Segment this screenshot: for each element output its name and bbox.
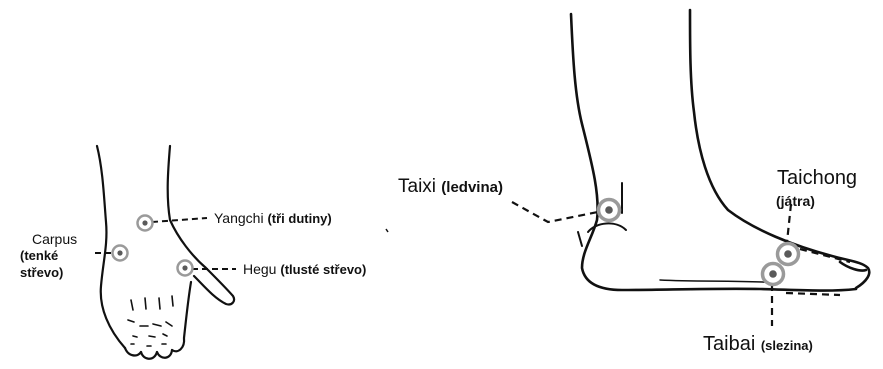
label-taichong-organ: (játra) — [776, 193, 815, 209]
label-taibai: Taibai (slezina) — [703, 334, 813, 354]
label-hegu: Hegu (tlusté střevo) — [243, 262, 366, 276]
ankle-bone — [587, 222, 627, 233]
label-yangchi-name: Yangchi — [214, 210, 264, 226]
finger-outline — [123, 346, 143, 357]
label-taixi-organ: (ledvina) — [441, 179, 503, 196]
sole-detail — [659, 279, 781, 284]
leader-sole-dash — [785, 291, 841, 297]
finger-outline — [155, 348, 174, 359]
label-taichong-name: Taichong — [777, 167, 858, 189]
ankle-tick-2 — [577, 231, 583, 247]
label-taibai-organ: (slezina) — [760, 338, 813, 353]
knuckle-marks — [127, 295, 174, 347]
label-carpus-organ-line2: střevo) — [20, 265, 64, 280]
label-hegu-name: Hegu — [243, 261, 277, 277]
hand-leader-lines — [95, 217, 236, 270]
label-carpus-name: Carpus — [32, 231, 78, 247]
leader-taixi — [511, 201, 599, 224]
label-taibai-name: Taibai — [703, 333, 756, 355]
finger-outline — [139, 350, 159, 360]
leader-yangchi — [151, 217, 208, 223]
point-taibai-marker — [760, 261, 786, 287]
label-taixi: Taixi (ledvina) — [398, 177, 503, 196]
big-toe — [838, 260, 868, 272]
point-yangchi-marker — [136, 214, 154, 232]
hand-drawing — [95, 144, 236, 360]
finger-outline — [170, 280, 193, 353]
point-taichong-marker — [775, 241, 801, 267]
label-yangchi-organ: (tři dutiny) — [267, 211, 332, 226]
label-yangchi: Yangchi (tři dutiny) — [214, 211, 332, 225]
foot-drawing — [569, 8, 871, 292]
label-taixi-name: Taixi — [398, 176, 437, 197]
hand-left-edge — [95, 144, 127, 350]
leader-toe-dash — [799, 247, 851, 264]
hand-right-edge — [166, 144, 236, 306]
leg-front-edge — [688, 8, 871, 290]
label-hegu-organ: (tlusté střevo) — [280, 262, 367, 277]
foot-leader-lines — [511, 201, 851, 326]
point-carpus-marker — [111, 244, 129, 262]
label-carpus-organ-line1: (tenké — [20, 248, 59, 263]
point-hegu-marker — [176, 259, 194, 277]
leg-back-edge — [569, 12, 858, 292]
leader-taichong — [785, 203, 793, 243]
point-taixi-marker — [596, 197, 622, 223]
stray-mark — [385, 228, 389, 233]
